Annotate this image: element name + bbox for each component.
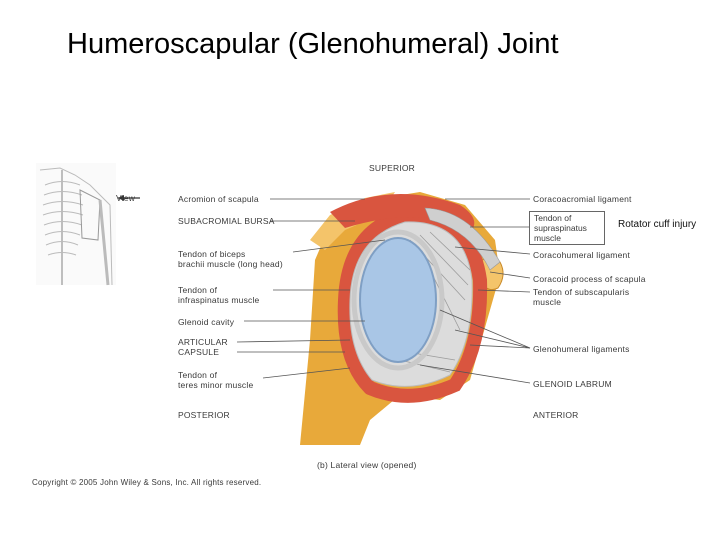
leader-lines-left	[236, 198, 386, 379]
leader-lines-right	[419, 198, 531, 384]
slide-title: Humeroscapular (Glenohumeral) Joint	[67, 28, 559, 60]
label-infraspinatus-2: infraspinatus muscle	[178, 295, 260, 305]
copyright-notice: Copyright © 2005 John Wiley & Sons, Inc.…	[32, 478, 262, 487]
supraspinatus-box: Tendon of supraspinatus muscle	[529, 211, 605, 245]
label-teres-minor-1: Tendon of	[178, 370, 218, 380]
label-supraspinatus-2: supraspinatus	[534, 223, 587, 233]
label-posterior: POSTERIOR	[178, 410, 230, 420]
label-capsule-2: CAPSULE	[178, 347, 220, 357]
label-subacromial-bursa: SUBACROMIAL BURSA	[178, 216, 275, 226]
label-infraspinatus-1: Tendon of	[178, 285, 218, 295]
label-capsule-1: ARTICULAR	[178, 337, 228, 347]
articular-capsule	[337, 207, 488, 403]
rotator-cuff-annotation: Rotator cuff injury	[618, 219, 697, 230]
glenoid-cavity	[359, 237, 437, 363]
label-biceps-tendon-2: brachii muscle (long head)	[178, 259, 283, 269]
figure-caption: (b) Lateral view (opened)	[317, 460, 417, 470]
label-teres-minor-2: teres minor muscle	[178, 380, 254, 390]
glenoid-labrum	[351, 229, 445, 371]
skeleton-thumbnail	[36, 163, 116, 286]
label-supraspinatus-3: muscle	[534, 233, 561, 243]
label-supraspinatus-1: Tendon of	[534, 213, 572, 223]
label-coracoid: Coracoid process of scapula	[533, 274, 646, 284]
label-biceps-tendon-1: Tendon of biceps	[178, 249, 246, 259]
label-anterior: ANTERIOR	[533, 410, 579, 420]
label-glenoid-labrum: GLENOID LABRUM	[533, 379, 612, 389]
label-superior: SUPERIOR	[369, 163, 415, 173]
label-subscapularis-1: Tendon of subscapularis	[533, 287, 630, 297]
view-label: View	[116, 193, 136, 203]
label-glenoid-cavity: Glenoid cavity	[178, 317, 235, 327]
label-subscapularis-2: muscle	[533, 297, 562, 307]
label-coracoacromial: Coracoacromial ligament	[533, 194, 632, 204]
label-acromion: Acromion of scapula	[178, 194, 259, 204]
label-coracohumeral: Coracohumeral ligament	[533, 250, 630, 260]
label-glenohumeral-ligaments: Glenohumeral ligaments	[533, 344, 630, 354]
